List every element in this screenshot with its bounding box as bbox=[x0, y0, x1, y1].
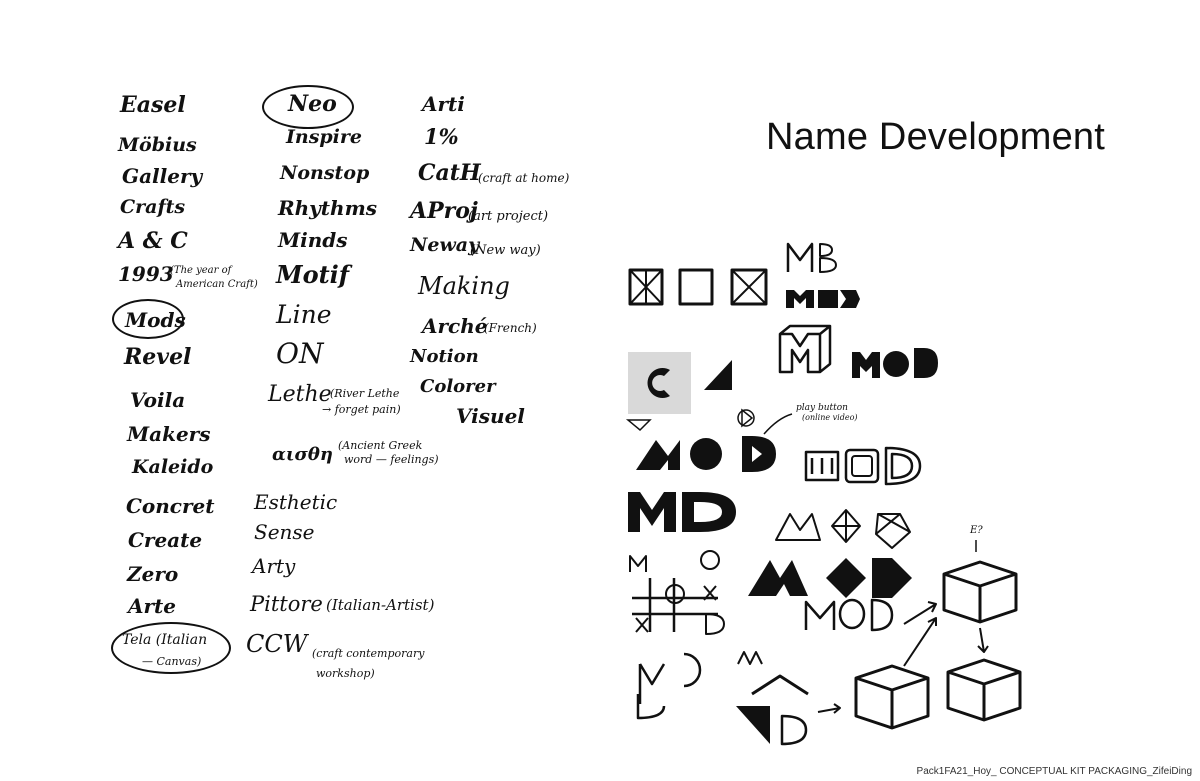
name-note: (French) bbox=[484, 321, 537, 335]
tic-tac-toe-grid bbox=[632, 578, 718, 632]
cube-sketch-3 bbox=[946, 658, 1022, 722]
selection-circle-tela bbox=[111, 622, 231, 674]
name-item: Möbius bbox=[118, 134, 197, 156]
selection-circle-mods bbox=[112, 299, 184, 339]
name-item: ON bbox=[276, 337, 324, 370]
sketch-note: play button bbox=[796, 403, 848, 413]
name-item: Gallery bbox=[122, 164, 203, 188]
name-note: (New way) bbox=[470, 243, 541, 258]
name-item: CatH bbox=[418, 160, 481, 186]
name-note: (River Lethe bbox=[330, 387, 400, 400]
cube-sketch-2 bbox=[854, 664, 930, 730]
name-note: workshop) bbox=[316, 667, 375, 680]
name-note: (craft contemporary bbox=[312, 647, 425, 660]
name-note: → forget pain) bbox=[322, 403, 401, 416]
name-item: Concret bbox=[126, 494, 215, 518]
name-item: Esthetic bbox=[254, 490, 338, 514]
name-note: (The year of bbox=[170, 265, 232, 276]
name-item: Motif bbox=[276, 260, 350, 289]
name-item: Rhythms bbox=[278, 196, 377, 220]
name-note: American Craft) bbox=[176, 279, 258, 290]
name-item: Crafts bbox=[120, 196, 186, 218]
name-item: Nonstop bbox=[280, 162, 370, 184]
footer-credit: Pack1FA21_Hoy_ CONCEPTUAL KIT PACKAGING_… bbox=[916, 766, 1192, 777]
name-note: (Ancient Greek bbox=[338, 439, 423, 452]
name-item: Easel bbox=[120, 92, 186, 118]
name-item: Visuel bbox=[456, 404, 525, 428]
name-item: AProj bbox=[410, 198, 478, 224]
x-box-sketch-2 bbox=[730, 268, 768, 306]
page-title: Name Development bbox=[766, 116, 1106, 158]
name-item: Lethe bbox=[268, 382, 332, 407]
name-item: Arte bbox=[128, 594, 177, 618]
name-note: (craft at home) bbox=[478, 171, 570, 185]
name-item: Neway bbox=[410, 234, 480, 256]
name-item: Create bbox=[128, 528, 203, 552]
name-item: Kaleido bbox=[132, 456, 214, 478]
name-item: αισθη bbox=[272, 444, 333, 465]
name-item: 1% bbox=[424, 124, 459, 149]
name-item: Voila bbox=[130, 388, 186, 412]
name-item: Notion bbox=[410, 346, 479, 367]
name-item: Makers bbox=[127, 422, 211, 446]
name-item: Inspire bbox=[286, 126, 362, 148]
name-item: Pittore bbox=[250, 592, 323, 616]
name-item: Arché bbox=[422, 314, 488, 338]
name-item: A & C bbox=[118, 228, 188, 254]
name-item: Colorer bbox=[420, 376, 496, 397]
name-item: Arti bbox=[422, 92, 465, 116]
name-item: Line bbox=[276, 300, 332, 329]
square-sketch bbox=[678, 268, 714, 306]
name-item: 1993 bbox=[118, 262, 174, 286]
selection-circle-neo bbox=[262, 85, 354, 129]
name-item: Zero bbox=[127, 562, 179, 586]
name-item: Revel bbox=[124, 344, 192, 370]
name-item: Sense bbox=[254, 520, 315, 544]
sketch-note: E? bbox=[970, 525, 983, 536]
name-note: (art project) bbox=[468, 209, 549, 224]
name-item: Arty bbox=[252, 554, 296, 578]
name-item: CCW bbox=[246, 630, 308, 658]
name-note: (Italian-Artist) bbox=[326, 596, 435, 614]
name-note: word — feelings) bbox=[344, 453, 439, 466]
name-item: Making bbox=[418, 272, 510, 300]
name-item: Minds bbox=[278, 228, 348, 252]
cube-sketch-1 bbox=[942, 560, 1018, 624]
sketch-note: (online video) bbox=[802, 413, 858, 422]
